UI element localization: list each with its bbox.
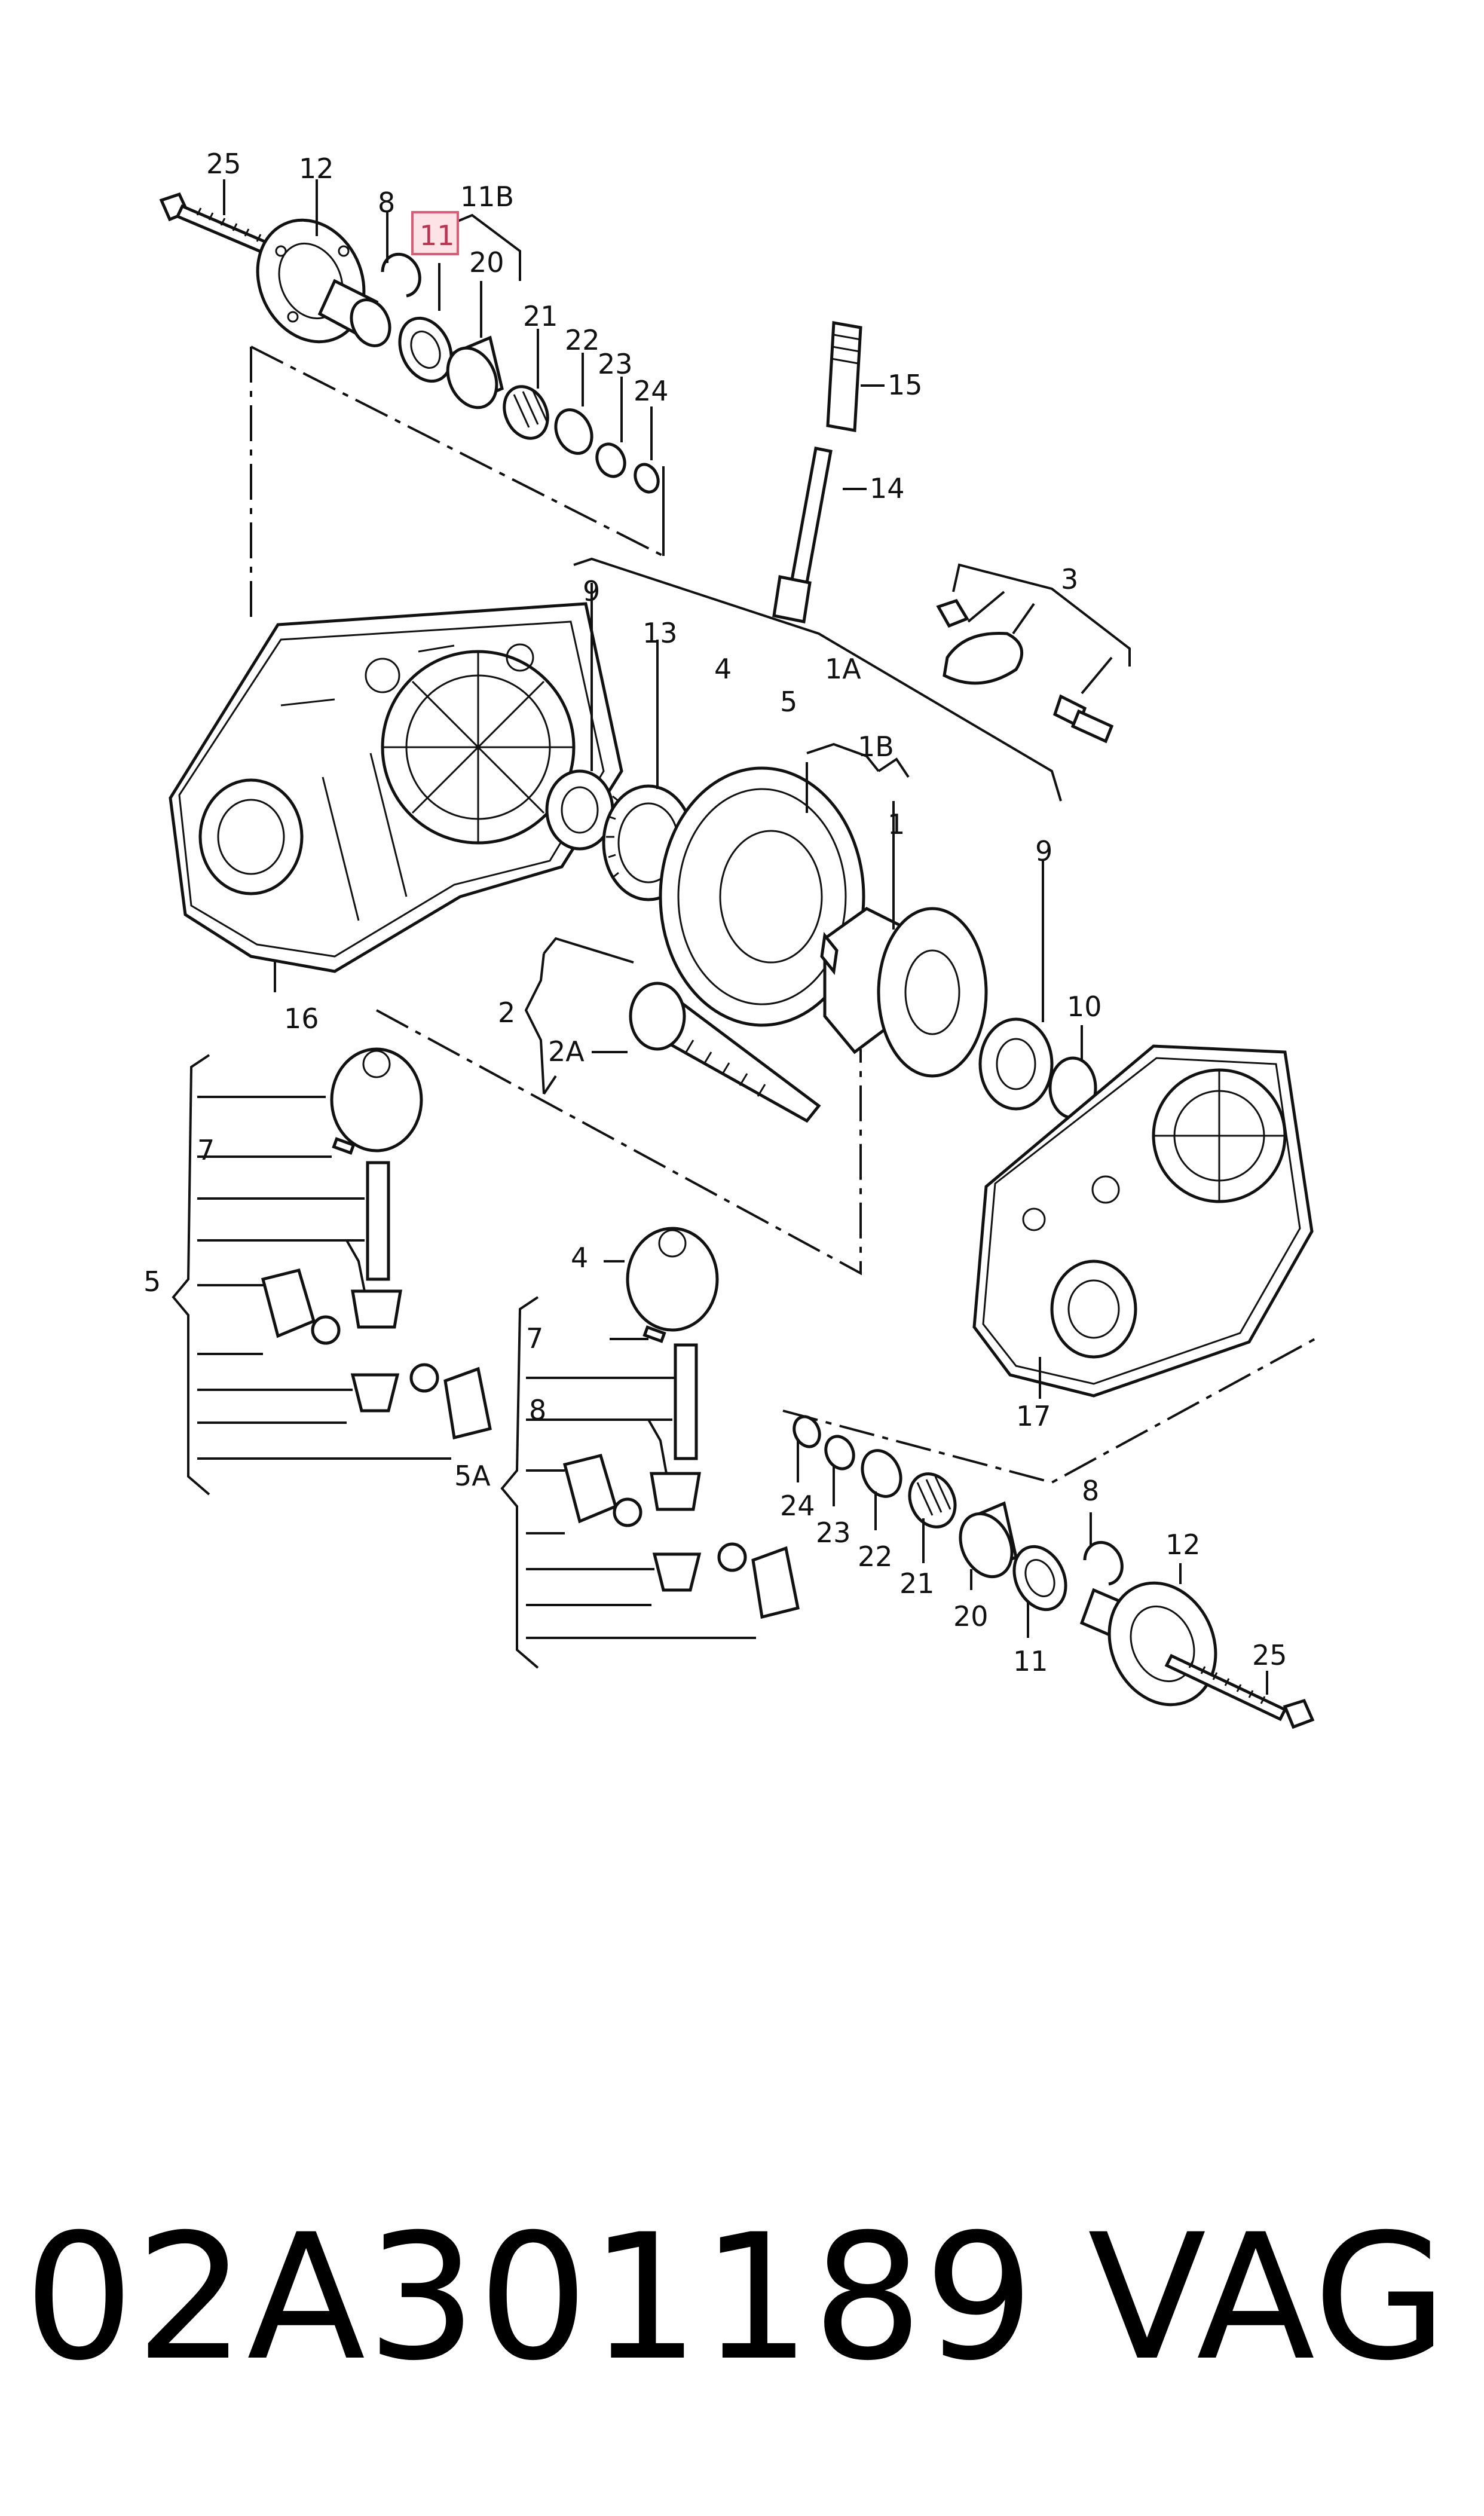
callout-5-top: 5 — [780, 686, 797, 718]
flange-12-top — [256, 218, 391, 347]
race-20-top — [446, 335, 504, 409]
part-number: 02A301189 — [24, 2197, 1036, 2399]
callout-11-bottom: 11 — [1013, 1645, 1048, 1677]
callout-12-top: 12 — [299, 152, 334, 185]
callout-2A: 2A — [548, 1035, 585, 1068]
callout-22-bottom: 22 — [858, 1540, 893, 1573]
bottom-flange-group — [793, 1415, 1315, 1729]
top-flange-group — [159, 179, 665, 556]
circlip-24-top — [634, 463, 660, 494]
callout-20-top: 20 — [469, 246, 504, 279]
callout-10: 10 — [1067, 990, 1102, 1023]
callout-labels: 25 12 8 11 11B 20 21 22 23 24 15 14 3 9 … — [143, 148, 1287, 1677]
callout-1: 1 — [888, 808, 905, 840]
final-drive-group — [524, 557, 1097, 1123]
callout-16: 16 — [284, 1002, 319, 1035]
callout-3: 3 — [1061, 563, 1078, 595]
callout-21-top: 21 — [523, 300, 558, 332]
callout-1A: 1A — [825, 653, 861, 685]
speedo-drive-group — [772, 321, 885, 623]
spring-21-top — [503, 385, 549, 440]
callout-2: 2 — [498, 996, 515, 1029]
ring-22-top — [554, 408, 593, 455]
callout-13: 13 — [642, 617, 678, 649]
callout-7-mid: 7 — [526, 1322, 543, 1355]
callout-21-bottom: 21 — [899, 1567, 935, 1600]
callout-11-highlight — [411, 211, 459, 255]
callout-20-bottom: 20 — [953, 1600, 989, 1633]
brand-name: VAG — [1088, 2197, 1449, 2399]
callout-24-top: 24 — [634, 375, 669, 407]
bearing-11-top — [398, 316, 453, 383]
callout-25-bottom: 25 — [1252, 1639, 1287, 1671]
callout-23-top: 23 — [598, 348, 633, 380]
callout-5A: 5A — [454, 1460, 491, 1492]
callout-11-top: 11 — [420, 219, 455, 252]
callout-11B-top: 11B — [460, 181, 514, 213]
assembly-axes — [250, 346, 1315, 1484]
callout-12-bottom: 12 — [1165, 1528, 1201, 1561]
callout-5: 5 — [143, 1265, 161, 1298]
callout-8-bottom: 8 — [1082, 1475, 1099, 1507]
housing-17 — [972, 1044, 1314, 1399]
callout-8-mid: 8 — [529, 1394, 546, 1426]
housing-16 — [169, 602, 623, 992]
callout-15: 15 — [888, 369, 923, 401]
callout-7-left: 7 — [197, 1134, 215, 1166]
callout-8-top: 8 — [378, 187, 395, 219]
cover-3-group — [936, 563, 1131, 744]
callout-9-right: 9 — [1035, 835, 1052, 867]
diff-internals-5A — [500, 1227, 800, 1669]
callout-9-left: 9 — [583, 575, 600, 607]
callout-4-mid: 4 — [571, 1242, 588, 1274]
callout-1B: 1B — [858, 730, 894, 763]
callout-25-top: 25 — [206, 148, 241, 180]
bolt-25-top — [159, 192, 289, 263]
callout-23-bottom: 23 — [816, 1517, 851, 1549]
callout-4-top: 4 — [714, 653, 732, 685]
callout-14: 14 — [870, 472, 905, 505]
callout-22-top: 22 — [565, 324, 600, 356]
diff-internals-5 — [172, 1047, 492, 1496]
diagram-canvas: 25 12 8 11 11B 20 21 22 23 24 15 14 3 9 … — [143, 148, 1315, 1729]
callout-17: 17 — [1016, 1400, 1051, 1432]
callout-24-bottom: 24 — [780, 1490, 815, 1522]
washer-23-top — [595, 442, 626, 478]
